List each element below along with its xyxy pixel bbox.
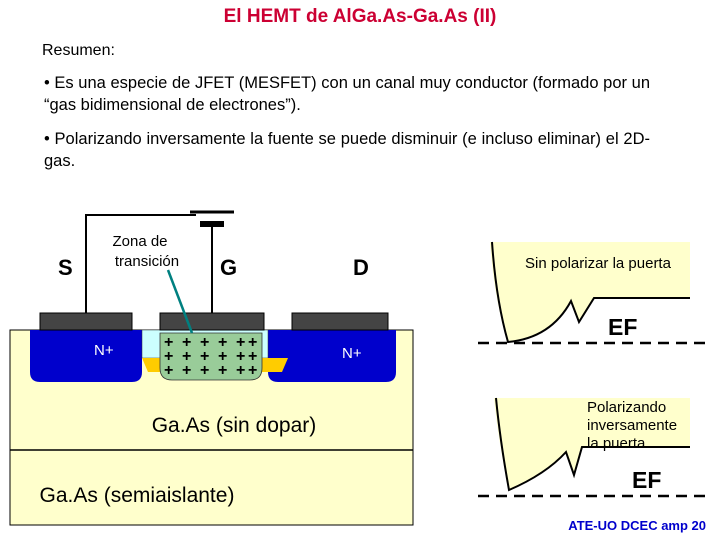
n-plus-right-region	[268, 330, 396, 382]
svg-text:+: +	[164, 362, 173, 379]
svg-text:+: +	[164, 334, 173, 351]
source-contact	[39, 312, 133, 331]
band-diagram-biased: Polarizando inversamente la puerta EF	[478, 397, 712, 498]
positive-charges: ++++++ ++++++ ++++++	[164, 334, 257, 379]
svg-text:+: +	[236, 334, 245, 351]
svg-text:+: +	[200, 362, 209, 379]
transition-zone-label-line2: transición	[115, 253, 179, 270]
svg-text:+: +	[236, 362, 245, 379]
svg-text:+: +	[182, 348, 191, 365]
source-label: S	[58, 255, 73, 280]
transition-zone-label-line1: Zona de	[112, 233, 167, 250]
svg-text:+: +	[248, 348, 257, 365]
svg-text:+: +	[248, 334, 257, 351]
semi-insulating-gaas-label: Ga.As (semiaislante)	[40, 484, 235, 507]
bullet-2: • Polarizando inversamente la fuente se …	[44, 130, 650, 170]
svg-text:+: +	[218, 334, 227, 351]
drain-contact	[291, 312, 389, 331]
undoped-gaas-label: Ga.As (sin dopar)	[152, 414, 317, 437]
biased-label-line1: Polarizando	[587, 399, 666, 416]
band-fill-biased	[494, 398, 690, 490]
source-wire	[85, 214, 196, 313]
svg-text:+: +	[182, 362, 191, 379]
svg-text:+: +	[218, 348, 227, 365]
fermi-label-biased: EF	[632, 467, 661, 493]
n-plus-left-label: N+	[94, 342, 114, 359]
biased-label-line2: inversamente	[587, 417, 677, 434]
transition-pointer	[166, 269, 194, 334]
unbiased-label: Sin polarizar la puerta	[525, 255, 672, 272]
svg-text:+: +	[182, 334, 191, 351]
drain-label: D	[353, 255, 369, 280]
svg-text:+: +	[236, 348, 245, 365]
svg-text:+: +	[200, 334, 209, 351]
band-diagram-unbiased: Sin polarizar la puerta EF	[478, 241, 712, 345]
fermi-label-unbiased: EF	[608, 314, 637, 340]
gate-label: G	[220, 255, 237, 280]
channel-right	[262, 358, 288, 372]
svg-text:+: +	[164, 348, 173, 365]
svg-text:+: +	[218, 362, 227, 379]
conduction-band-unbiased	[491, 241, 690, 344]
slide-title: El HEMT de AlGa.As-Ga.As (II)	[223, 6, 497, 27]
svg-text:+: +	[248, 362, 257, 379]
footer-label: ATE-UO DCEC amp 20	[568, 518, 706, 533]
summary-label: Resumen:	[42, 42, 115, 59]
band-fill-unbiased	[490, 242, 690, 342]
depletion-region	[159, 332, 263, 381]
n-plus-right-label: N+	[342, 345, 362, 362]
gate-contact	[159, 312, 265, 331]
biased-label-line3: la puerta	[587, 435, 646, 452]
device-cross-section: ++++++ ++++++ ++++++ S G D Zona de trans…	[9, 210, 414, 526]
svg-text:+: +	[200, 348, 209, 365]
bullet-1: • Es una especie de JFET (MESFET) con un…	[44, 74, 650, 114]
conduction-band-biased	[495, 397, 690, 492]
n-plus-left-region	[30, 330, 142, 382]
